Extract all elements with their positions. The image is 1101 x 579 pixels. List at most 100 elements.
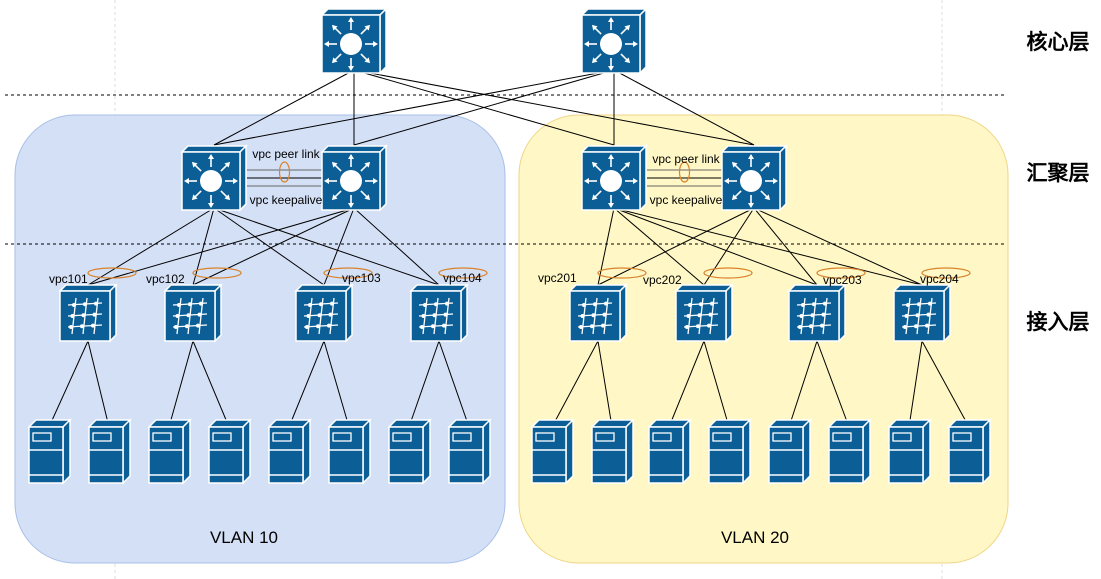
server-drive [332, 432, 352, 442]
access-server-link [288, 340, 325, 428]
switch-arrowhead [324, 41, 329, 47]
switch-arrowhead [764, 161, 771, 168]
switch-arrowhead [233, 178, 238, 184]
switch-arrowhead [764, 194, 771, 201]
switch-arrowhead [724, 178, 729, 184]
switch-arrowhead [364, 161, 371, 168]
switch-arrowhead [748, 154, 754, 159]
core-switch [580, 7, 648, 75]
grid-line [709, 297, 715, 335]
device-top [294, 284, 354, 292]
agg-access-link [753, 207, 818, 286]
access-server-link [408, 340, 440, 428]
device-side [122, 418, 131, 485]
grid-line [176, 297, 182, 335]
access-switch [787, 283, 847, 343]
vlan10-label: VLAN 10 [210, 528, 278, 547]
device-top [320, 8, 388, 16]
device-side [943, 283, 951, 343]
access-switch [294, 283, 354, 343]
device-front [888, 426, 924, 484]
grid-line [577, 324, 613, 328]
access-server-link [908, 340, 923, 428]
device-side [982, 418, 991, 485]
device-side [422, 418, 431, 485]
grid-line [698, 297, 704, 335]
switch-arrowhead [348, 66, 354, 71]
grid-node [91, 323, 95, 328]
grid-line [329, 297, 335, 335]
device-side [779, 144, 787, 212]
grid-node [590, 324, 594, 329]
device-side [182, 418, 191, 485]
agg-access-link [613, 207, 818, 286]
access-switch [58, 283, 118, 343]
grid-node [305, 325, 309, 329]
grid-node [420, 325, 424, 329]
device-top [409, 284, 469, 292]
switch-arrowhead [364, 24, 371, 31]
switch-arrowhead [331, 24, 338, 31]
grid-node [798, 325, 802, 329]
vpc-ring [87, 267, 137, 279]
server-icon [767, 418, 812, 485]
core-agg-link [213, 69, 615, 146]
vpc-ring [597, 267, 647, 279]
switch-hub [200, 170, 222, 192]
switch-arrowhead [364, 194, 371, 201]
switch-arrowhead [584, 178, 589, 184]
core-layer-label: 核心层 [1027, 30, 1090, 54]
grid-line [187, 297, 193, 335]
grid-node [685, 325, 689, 329]
switch-arrowhead [373, 41, 378, 47]
server-icon [267, 418, 312, 485]
device-side [109, 283, 117, 343]
grid-node [579, 325, 583, 329]
server-drive [712, 432, 732, 442]
device-front [268, 426, 304, 484]
server-icon [590, 418, 635, 485]
access-switch [409, 283, 469, 343]
device-front [648, 426, 684, 484]
switch-arrowhead [608, 17, 614, 22]
core-agg-link [213, 69, 355, 146]
access-server-link [438, 340, 470, 428]
device-side [302, 418, 311, 485]
agg-access-link [87, 207, 355, 286]
server-drive [32, 432, 52, 442]
server-icon [707, 418, 752, 485]
device-front [28, 426, 64, 484]
device-side [362, 418, 371, 485]
switch-arrowhead [748, 203, 754, 208]
agg-access-link [703, 207, 755, 286]
switch-arrowhead [731, 194, 738, 201]
switch-arrowhead [608, 203, 614, 208]
grid-line [198, 297, 204, 335]
device-side [725, 283, 733, 343]
grid-node [174, 325, 178, 329]
agg-access-link [213, 207, 440, 286]
vpc-label: vpc101 [49, 272, 88, 286]
grid-line [444, 297, 450, 335]
grid-node [809, 324, 813, 329]
server-icon [827, 418, 872, 485]
agg-access-link [613, 207, 705, 286]
device-side [379, 7, 387, 75]
aggregation-switch [580, 144, 648, 212]
switch-arrowhead [608, 154, 614, 159]
agg-access-link [597, 207, 755, 286]
switch-arrowhead [191, 161, 198, 168]
grid-line [71, 297, 77, 335]
agg-access-link [353, 207, 440, 286]
server-drive [152, 432, 172, 442]
device-side [460, 283, 468, 343]
device-side [862, 418, 871, 485]
device-side [242, 418, 251, 485]
device-top [720, 145, 788, 153]
server-icon [147, 418, 192, 485]
access-server-link [192, 340, 230, 428]
switch-arrowhead [624, 194, 631, 201]
server-drive [952, 432, 972, 442]
grid-line [901, 324, 937, 328]
switch-hub [600, 33, 622, 55]
